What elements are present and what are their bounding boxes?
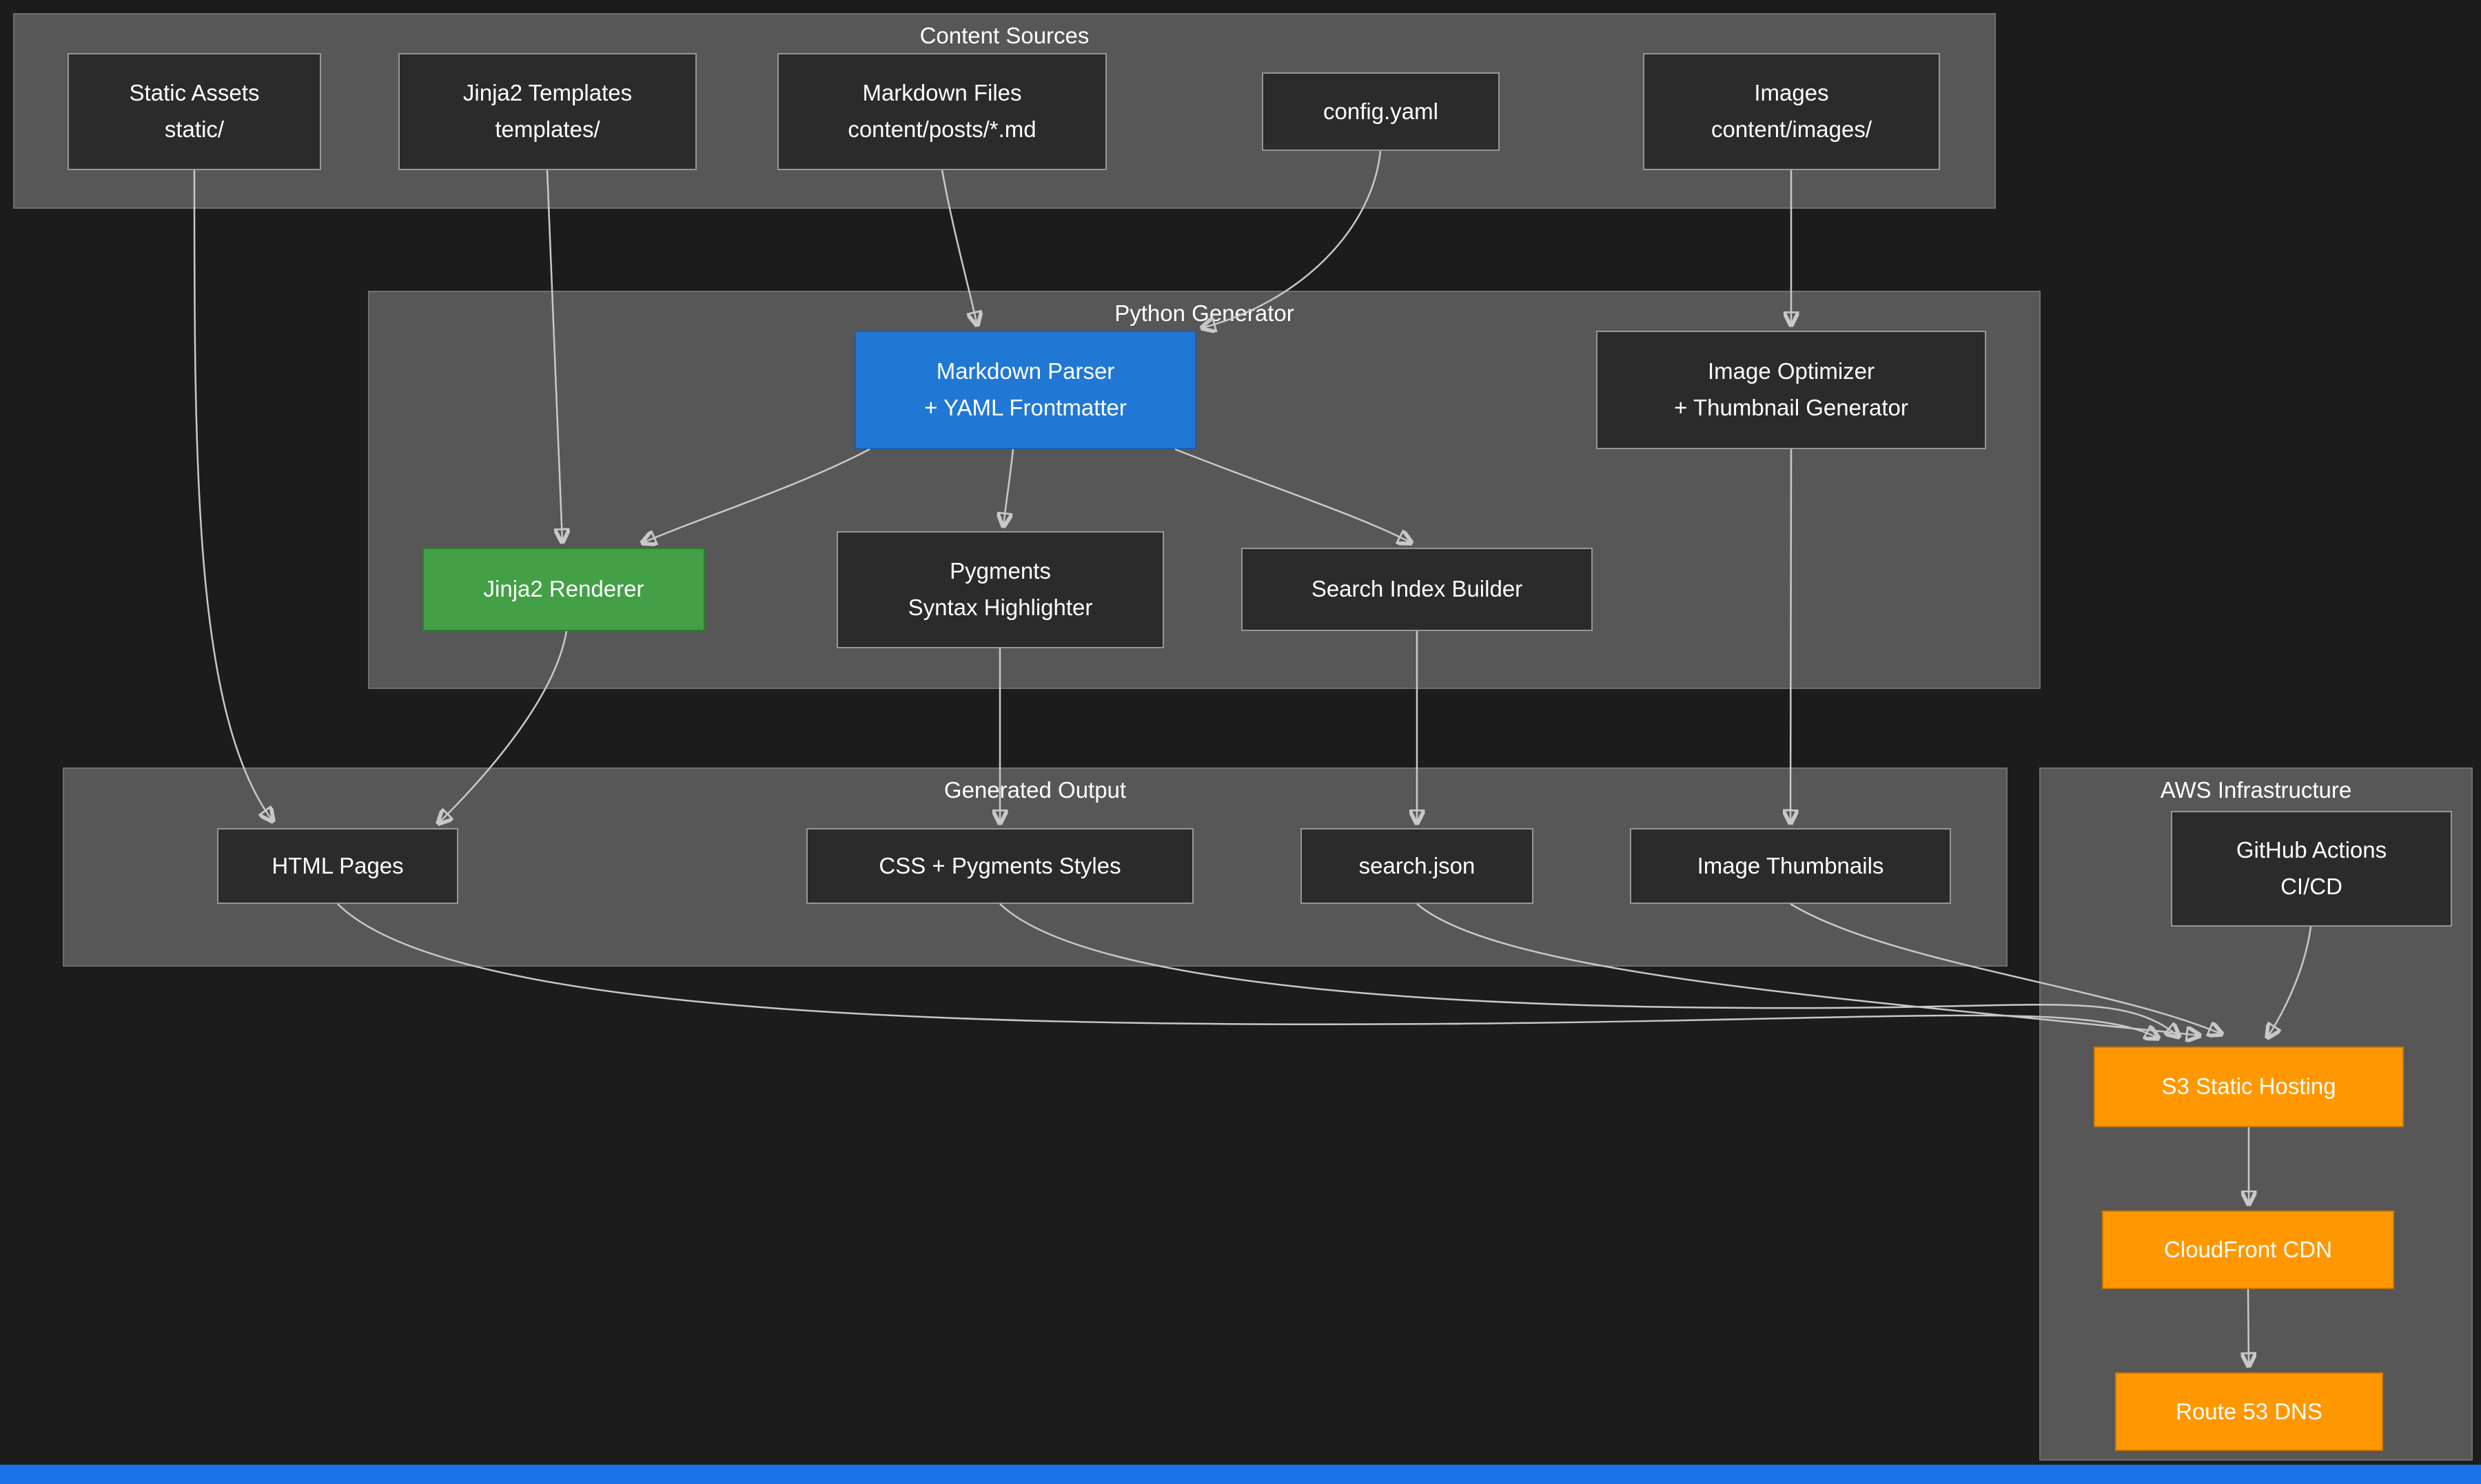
node-s3-static-hosting-line1: S3 Static Hosting bbox=[2161, 1073, 2336, 1100]
node-markdown-parser-line1: Markdown Parser bbox=[936, 358, 1115, 384]
node-pygments-highlighter-line1: Pygments bbox=[950, 558, 1051, 584]
bottom-bar bbox=[0, 1465, 2481, 1484]
node-html-pages-line1: HTML Pages bbox=[272, 852, 404, 878]
group-generated-output-title: Generated Output bbox=[943, 777, 1127, 803]
node-search-json: search.json bbox=[1300, 828, 1533, 904]
node-jinja2-renderer: Jinja2 Renderer bbox=[422, 548, 705, 631]
node-cloudfront-cdn: CloudFront CDN bbox=[2102, 1210, 2394, 1289]
node-route53-dns-line1: Route 53 DNS bbox=[2176, 1398, 2322, 1424]
node-github-actions: GitHub Actions CI/CD bbox=[2171, 811, 2452, 927]
node-images-line1: Images bbox=[1754, 80, 1829, 106]
node-markdown-files-line2: content/posts/*.md bbox=[848, 116, 1037, 142]
node-markdown-parser: Markdown Parser + YAML Frontmatter bbox=[855, 331, 1196, 449]
node-static-assets-line2: static/ bbox=[164, 116, 225, 142]
node-config-yaml: config.yaml bbox=[1262, 72, 1500, 151]
node-images-line2: content/images/ bbox=[1711, 116, 1872, 142]
node-github-actions-line1: GitHub Actions bbox=[2236, 837, 2387, 863]
node-css-pygments-styles-line1: CSS + Pygments Styles bbox=[879, 852, 1121, 878]
node-config-yaml-line1: config.yaml bbox=[1323, 98, 1438, 124]
node-image-optimizer: Image Optimizer + Thumbnail Generator bbox=[1596, 331, 1986, 449]
node-static-assets-line1: Static Assets bbox=[129, 80, 260, 106]
node-image-optimizer-line2: + Thumbnail Generator bbox=[1674, 395, 1908, 420]
node-route53-dns: Route 53 DNS bbox=[2115, 1372, 2383, 1451]
node-markdown-parser-line2: + YAML Frontmatter bbox=[924, 395, 1127, 420]
node-search-index-builder-line1: Search Index Builder bbox=[1311, 576, 1523, 602]
node-static-assets: Static Assets static/ bbox=[68, 53, 321, 170]
node-cloudfront-cdn-line1: CloudFront CDN bbox=[2164, 1236, 2332, 1262]
node-jinja2-templates-line2: templates/ bbox=[495, 116, 600, 142]
node-search-index-builder: Search Index Builder bbox=[1241, 548, 1593, 631]
node-jinja2-templates: Jinja2 Templates templates/ bbox=[398, 53, 697, 170]
node-search-json-line1: search.json bbox=[1358, 852, 1476, 878]
node-image-optimizer-line1: Image Optimizer bbox=[1707, 358, 1875, 384]
edge-static-assets-to-html-pages bbox=[193, 169, 273, 821]
node-images: Images content/images/ bbox=[1643, 53, 1940, 170]
node-pygments-highlighter: Pygments Syntax Highlighter bbox=[837, 531, 1164, 648]
node-markdown-files: Markdown Files content/posts/*.md bbox=[777, 53, 1107, 170]
group-aws-infrastructure-title: AWS Infrastructure bbox=[2160, 777, 2352, 803]
node-pygments-highlighter-line2: Syntax Highlighter bbox=[908, 595, 1093, 620]
node-s3-static-hosting: S3 Static Hosting bbox=[2094, 1047, 2404, 1127]
node-image-thumbnails: Image Thumbnails bbox=[1630, 828, 1951, 904]
node-html-pages: HTML Pages bbox=[217, 828, 458, 904]
node-jinja2-renderer-line1: Jinja2 Renderer bbox=[483, 576, 644, 602]
group-content-sources-title: Content Sources bbox=[919, 23, 1090, 48]
node-github-actions-line2: CI/CD bbox=[2280, 874, 2342, 899]
node-image-thumbnails-line1: Image Thumbnails bbox=[1697, 852, 1884, 878]
group-python-generator-title: Python Generator bbox=[1114, 300, 1294, 326]
node-css-pygments-styles: CSS + Pygments Styles bbox=[806, 828, 1194, 904]
node-markdown-files-line1: Markdown Files bbox=[862, 80, 1022, 106]
node-jinja2-templates-line1: Jinja2 Templates bbox=[462, 80, 633, 106]
